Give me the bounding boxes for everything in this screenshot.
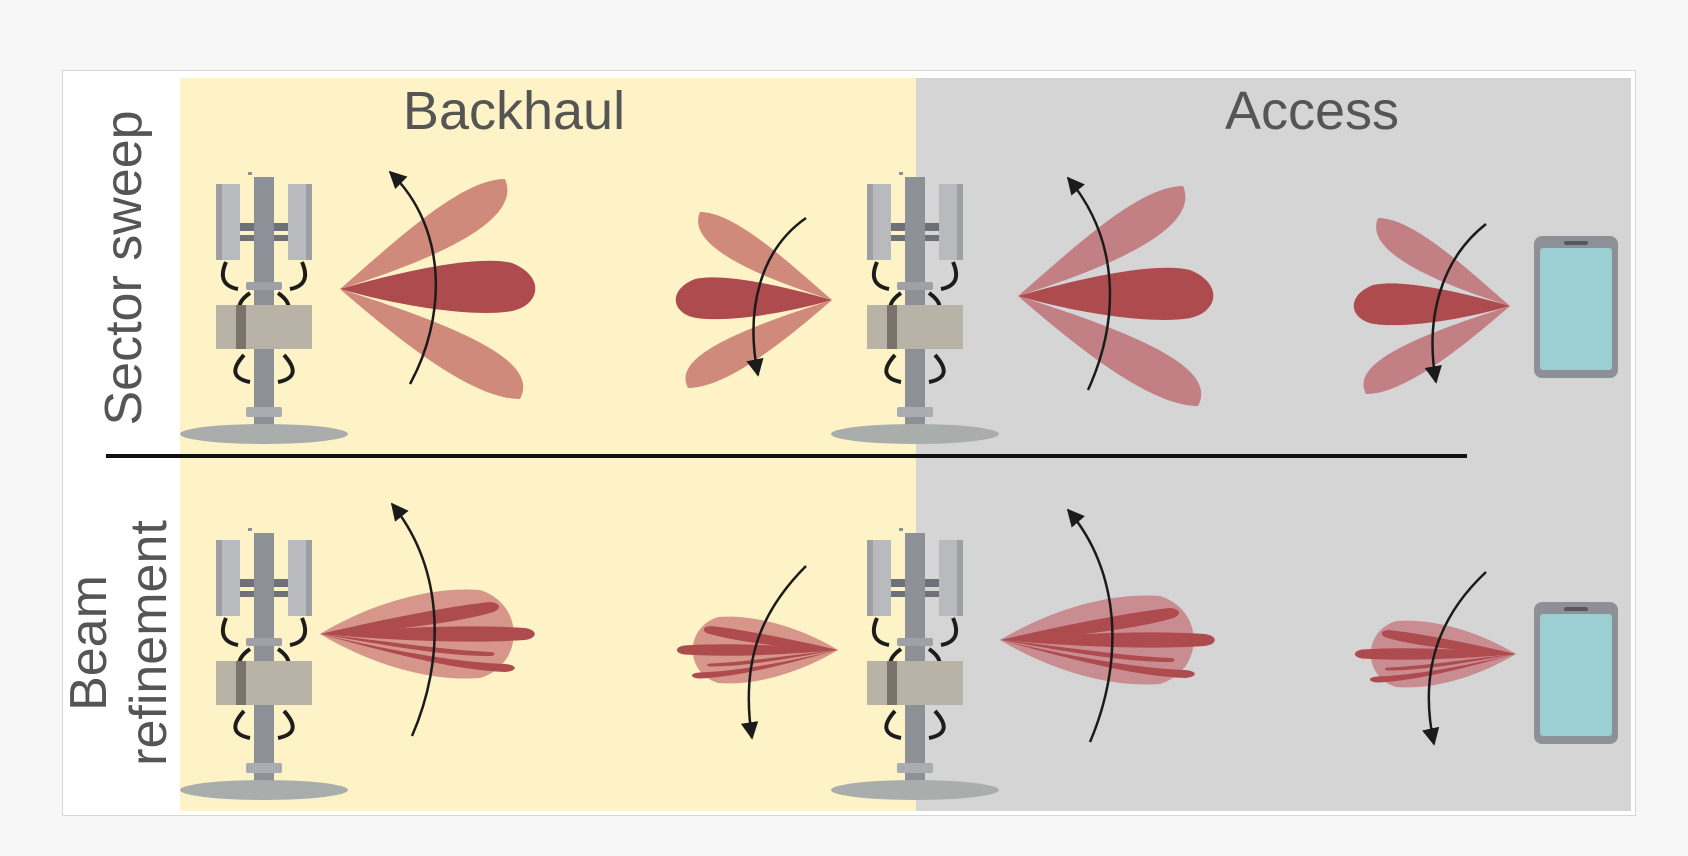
refine-arrow-phone-rx xyxy=(1422,571,1487,746)
sector-sweep-label: Sector sweep xyxy=(95,110,153,425)
refine-arrow-relay-rx xyxy=(740,565,807,740)
sweep-arrow-relay-rx xyxy=(746,216,807,377)
refine-arrow-access-tx xyxy=(1066,508,1114,743)
sweep-arrow-access-tx xyxy=(1066,176,1112,391)
refine-arrow-backhaul-tx xyxy=(390,502,436,737)
phone-icon-sector-sweep xyxy=(1534,236,1618,378)
backhaul-title: Backhaul xyxy=(403,81,625,141)
beam-refinement-label-line1: Beam xyxy=(60,575,118,711)
access-region xyxy=(916,78,1631,811)
access-title: Access xyxy=(1225,81,1399,141)
phone-icon-beam-refinement xyxy=(1534,602,1618,744)
beam-refinement-label-line2: refinement xyxy=(120,520,178,766)
sweep-arrow-backhaul-tx xyxy=(388,170,438,385)
sweep-arrow-phone-rx xyxy=(1424,223,1487,384)
